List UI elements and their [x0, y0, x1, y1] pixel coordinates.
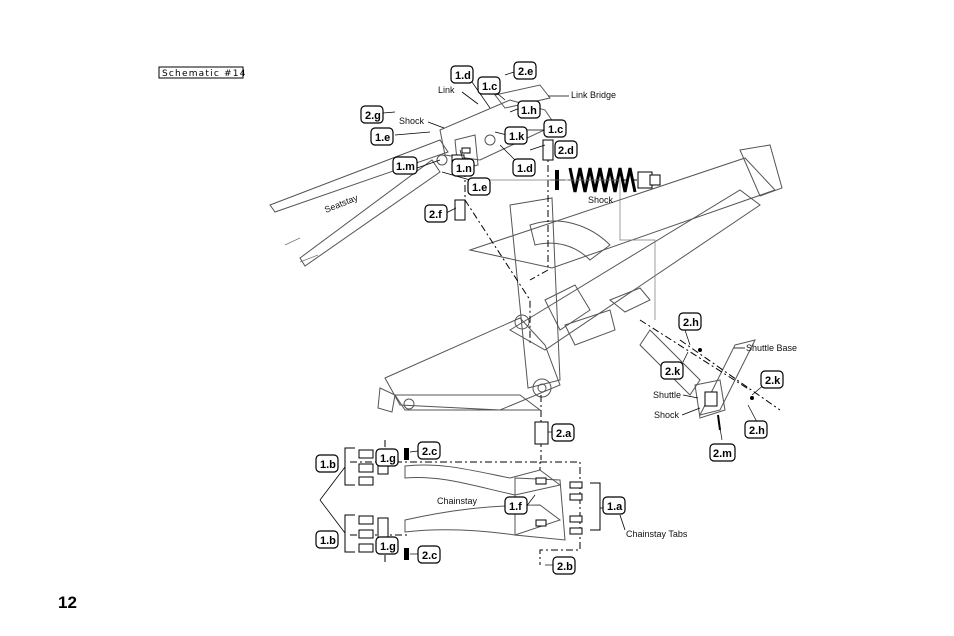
callout-2b: 2.b [552, 556, 576, 575]
shock-top-label: Shock [399, 116, 425, 126]
callout-1c: 1.c [543, 119, 567, 138]
callout-2k-right: 2.k [760, 370, 784, 389]
shuttle-label: Shuttle [653, 390, 681, 400]
svg-text:1.d: 1.d [517, 163, 533, 175]
svg-text:2.k: 2.k [765, 375, 781, 387]
callout-1k: 1.k [504, 126, 528, 145]
callout-2h-bottom: 2.h [744, 420, 768, 439]
seatstay-part [269, 139, 449, 267]
callout-1g-top: 1.g [375, 448, 399, 467]
svg-text:1.m: 1.m [396, 161, 415, 173]
svg-text:1.a: 1.a [607, 501, 623, 513]
seatstay-label: Seatstay [323, 192, 360, 215]
link-bridge-label: Link Bridge [571, 90, 616, 100]
svg-text:2.h: 2.h [749, 425, 765, 437]
svg-text:1.b: 1.b [320, 535, 336, 547]
callout-1d-low: 1.d [512, 158, 536, 177]
callout-2m: 2.m [709, 443, 736, 462]
svg-text:2.a: 2.a [556, 428, 572, 440]
svg-text:2.c: 2.c [422, 550, 437, 562]
shuttle-assembly [639, 319, 781, 431]
svg-text:2.f: 2.f [429, 209, 442, 221]
svg-text:1.b: 1.b [320, 459, 336, 471]
svg-text:2.c: 2.c [422, 446, 437, 458]
svg-text:1.k: 1.k [509, 131, 525, 143]
svg-text:2.k: 2.k [665, 366, 681, 378]
callout-2h-top: 2.h [678, 312, 702, 331]
page-number: 12 [58, 593, 77, 612]
svg-text:1.c: 1.c [482, 81, 497, 93]
callout-1h: 1.h [517, 100, 541, 119]
callout-2c-bottom: 2.c [417, 545, 441, 564]
svg-text:1.n: 1.n [456, 163, 472, 175]
svg-text:1.e: 1.e [375, 132, 390, 144]
callout-1b-bottom: 1.b [315, 530, 339, 549]
callout-2k-left: 2.k [660, 361, 684, 380]
callout-2d: 2.d [554, 140, 578, 159]
callout-1m: 1.m [392, 156, 418, 175]
callout-1c-top: 1.c [477, 76, 501, 95]
svg-text:2.e: 2.e [518, 66, 533, 78]
svg-text:1.e: 1.e [472, 182, 487, 194]
svg-text:2.m: 2.m [713, 448, 732, 460]
callout-1e-top: 1.e [370, 127, 394, 146]
schematic-title: Schematic #14 [162, 69, 247, 79]
svg-text:1.h: 1.h [521, 105, 537, 117]
link-assembly [436, 84, 556, 171]
callout-1n: 1.n [451, 158, 475, 177]
callout-1g-bottom: 1.g [375, 536, 399, 555]
svg-text:1.c: 1.c [548, 124, 563, 136]
callout-2c-top: 2.c [417, 441, 441, 460]
svg-text:2.g: 2.g [365, 110, 381, 122]
callout-1e-low: 1.e [467, 177, 491, 196]
callout-1a: 1.a [602, 496, 626, 515]
shuttle-base-label: Shuttle Base [746, 343, 797, 353]
callout-2e: 2.e [513, 61, 537, 80]
chainstay-label: Chainstay [437, 496, 478, 506]
shock-small-label: Shock [654, 410, 680, 420]
callout-1b-top: 1.b [315, 454, 339, 473]
main-frame-outline [377, 144, 783, 413]
callout-2g: 2.g [360, 105, 384, 124]
schematic-title-box [158, 66, 244, 79]
leader-lines [382, 71, 766, 566]
svg-text:1.g: 1.g [380, 541, 396, 553]
callout-2f: 2.f [424, 204, 448, 223]
brackets [319, 447, 626, 553]
callout-2a: 2.a [551, 423, 575, 442]
svg-text:2.d: 2.d [558, 145, 574, 157]
svg-text:2.b: 2.b [557, 561, 573, 573]
svg-text:1.g: 1.g [380, 453, 396, 465]
chainstay-tabs-label: Chainstay Tabs [626, 529, 688, 539]
callout-1f: 1.f [504, 496, 528, 515]
svg-text:2.h: 2.h [683, 317, 699, 329]
link-label: Link [438, 85, 455, 95]
svg-text:1.d: 1.d [455, 70, 471, 82]
callout-1d-top: 1.d [450, 65, 474, 84]
link-centerlines [454, 139, 656, 345]
shock-main-label: Shock [588, 195, 614, 205]
pivot-axle [534, 395, 549, 460]
svg-text:1.f: 1.f [509, 501, 522, 513]
